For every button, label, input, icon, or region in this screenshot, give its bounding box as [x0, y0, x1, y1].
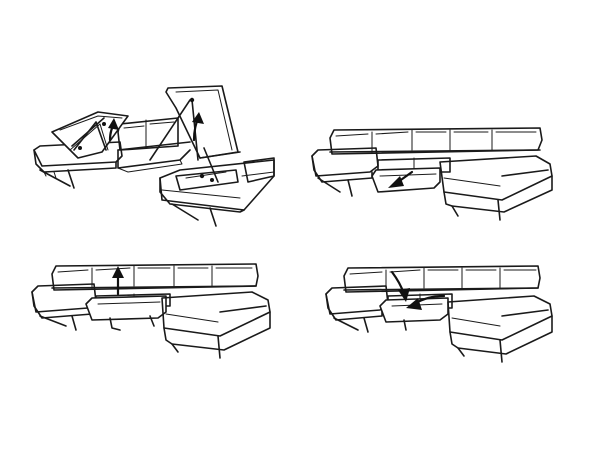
panel-step-4: [325, 265, 553, 363]
panel-step-1: [33, 85, 275, 227]
curved-up-arrow-icon: [192, 112, 204, 124]
panel-step-3: [31, 263, 271, 359]
curved-down-arrow-icon: [398, 288, 410, 302]
panel-step-2: [311, 127, 553, 221]
up-arrow-icon: [112, 266, 124, 278]
diagonal-arrow-icon: [388, 176, 404, 188]
curved-up-arrow-icon: [108, 118, 119, 130]
curved-down-arrow-icon: [406, 298, 422, 310]
